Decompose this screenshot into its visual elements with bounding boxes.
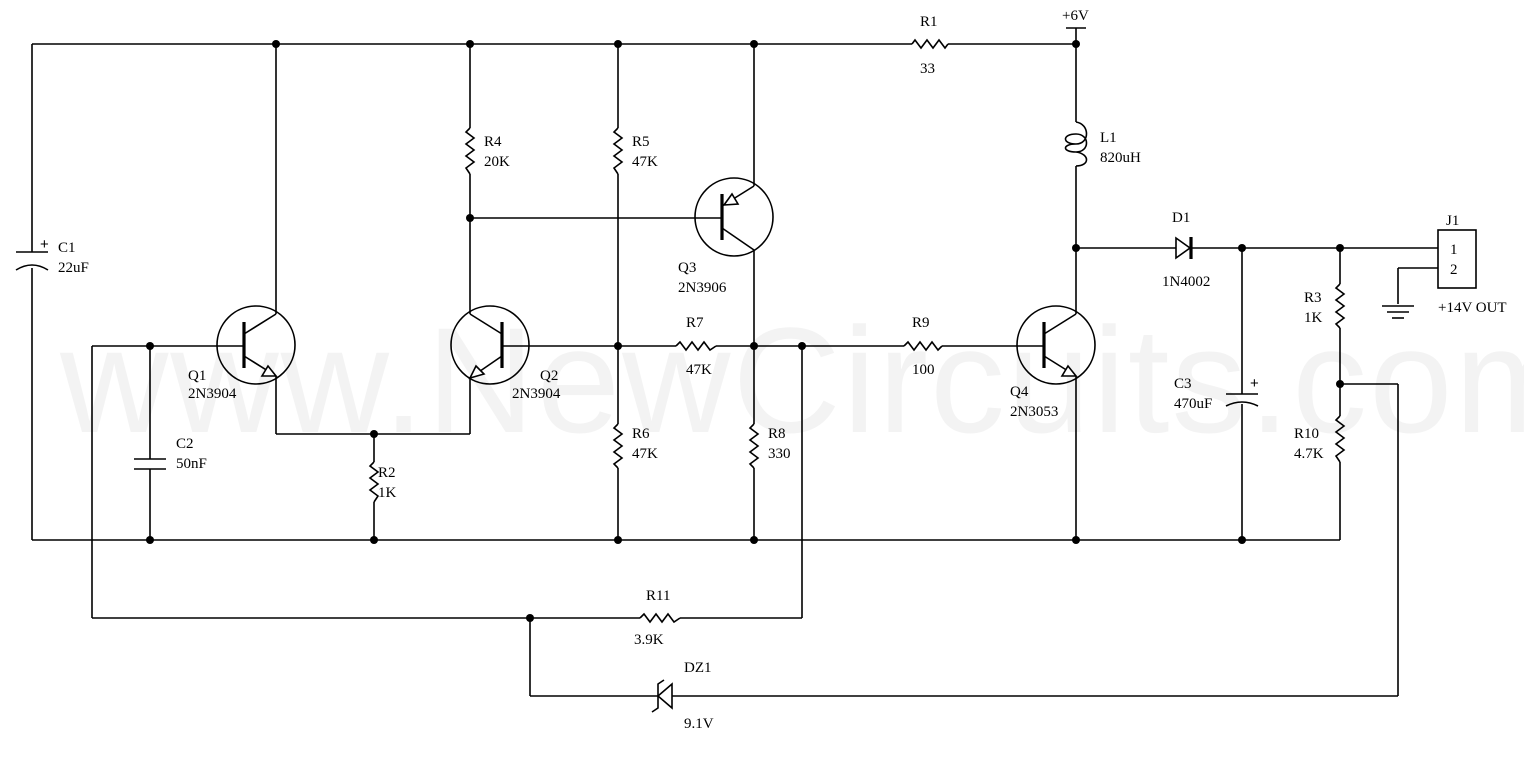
d1-value: 1N4002 — [1162, 274, 1210, 290]
r5-ref: R5 — [632, 134, 650, 150]
wires — [31, 27, 1438, 697]
capacitor-c1: + — [15, 236, 49, 271]
r8-value: 330 — [768, 446, 791, 462]
diode-d1 — [1175, 236, 1193, 260]
transistor-q4 — [1016, 305, 1096, 385]
resistor-r5 — [612, 127, 624, 175]
r2-value: 1K — [378, 485, 397, 501]
resistor-r11 — [639, 612, 681, 624]
r7-ref: R7 — [686, 315, 704, 331]
r2-ref: R2 — [378, 465, 396, 481]
ground-icon — [1382, 305, 1414, 319]
c3-polarity: + — [1250, 375, 1259, 392]
resistor-r4 — [464, 127, 476, 175]
junction-dots — [146, 40, 1344, 622]
resistor-r1 — [911, 38, 949, 50]
r4-value: 20K — [484, 154, 510, 170]
c1-value: 22uF — [58, 260, 89, 276]
supply-label: +6V — [1062, 8, 1089, 24]
c3-value: 470uF — [1174, 396, 1212, 412]
c3-ref: C3 — [1174, 376, 1192, 392]
j1-ref: J1 — [1446, 213, 1459, 229]
q3-value: 2N3906 — [678, 280, 727, 296]
r5-value: 47K — [632, 154, 658, 170]
r11-ref: R11 — [646, 588, 670, 604]
dz1-ref: DZ1 — [684, 660, 712, 676]
r6-value: 47K — [632, 446, 658, 462]
transistor-q1 — [216, 305, 296, 385]
c1-ref: C1 — [58, 240, 76, 256]
c2-value: 50nF — [176, 456, 207, 472]
resistor-r6 — [612, 423, 624, 469]
r3-value: 1K — [1304, 310, 1323, 326]
q2-ref: Q2 — [540, 368, 558, 384]
r4-ref: R4 — [484, 134, 502, 150]
r1-ref: R1 — [920, 14, 938, 30]
resistor-r10 — [1334, 415, 1346, 463]
resistor-r8 — [748, 423, 760, 469]
r10-ref: R10 — [1294, 426, 1319, 442]
dz1-value: 9.1V — [684, 716, 714, 732]
l1-ref: L1 — [1100, 130, 1117, 146]
zener-dz1 — [651, 679, 673, 713]
resistor-r7 — [675, 340, 717, 352]
q1-ref: Q1 — [188, 368, 206, 384]
capacitor-c3: + — [1225, 375, 1259, 407]
r1-value: 33 — [920, 61, 935, 77]
capacitor-c2 — [134, 458, 166, 470]
q4-value: 2N3053 — [1010, 404, 1058, 420]
transistor-q3 — [694, 177, 774, 257]
resistor-r3 — [1334, 283, 1346, 329]
r11-value: 3.9K — [634, 632, 664, 648]
r10-value: 4.7K — [1294, 446, 1324, 462]
q1-value: 2N3904 — [188, 386, 237, 402]
q4-ref: Q4 — [1010, 384, 1029, 400]
c2-ref: C2 — [176, 436, 194, 452]
transistor-q2 — [450, 305, 530, 385]
r3-ref: R3 — [1304, 290, 1322, 306]
r9-ref: R9 — [912, 315, 930, 331]
resistor-r2 — [368, 461, 380, 503]
r6-ref: R6 — [632, 426, 650, 442]
c1-polarity: + — [40, 236, 49, 253]
watermark: www.NewCircuits.com — [59, 296, 1524, 464]
r9-value: 100 — [912, 362, 935, 378]
inductor-l1 — [1064, 121, 1088, 167]
r7-value: 47K — [686, 362, 712, 378]
r8-ref: R8 — [768, 426, 786, 442]
j1-pin2: 2 — [1450, 262, 1458, 278]
connector-j1: 1 2 — [1437, 229, 1477, 289]
q3-ref: Q3 — [678, 260, 696, 276]
j1-pin1: 1 — [1450, 242, 1458, 258]
resistor-r9 — [903, 340, 943, 352]
d1-ref: D1 — [1172, 210, 1190, 226]
labels: +6V +14V OUT J1 R1 33 R4 20K R5 47K L1 8… — [58, 8, 1507, 732]
l1-value: 820uH — [1100, 150, 1141, 166]
output-label: +14V OUT — [1438, 300, 1507, 316]
q2-value: 2N3904 — [512, 386, 561, 402]
